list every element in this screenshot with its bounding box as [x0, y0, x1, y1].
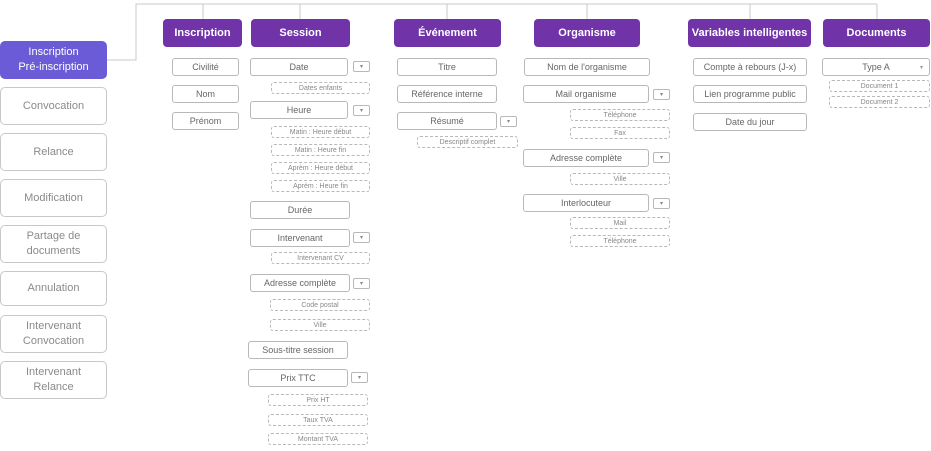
field-interlocuteur[interactable]: Interlocuteur — [523, 194, 649, 212]
expand-toggle-heure[interactable]: ▾ — [353, 105, 370, 116]
expand-toggle-resume[interactable]: ▾ — [500, 116, 517, 127]
sub-aprem-debut[interactable]: Aprèm : Heure début — [271, 162, 370, 174]
field-lien-programme-public[interactable]: Lien programme public — [693, 85, 807, 103]
field-reference-interne[interactable]: Référence interne — [397, 85, 497, 103]
sub-document-2[interactable]: Document 2 — [829, 96, 930, 108]
menu-item-label: Intervenant Relance — [25, 366, 82, 393]
sub-code-postal[interactable]: Code postal — [270, 299, 370, 311]
sub-prix-ht[interactable]: Prix HT — [268, 394, 368, 406]
sub-dates-enfants[interactable]: Dates enfants — [271, 82, 370, 94]
field-adresse-organisme[interactable]: Adresse complète — [523, 149, 649, 167]
menu-item-relance[interactable]: Relance — [0, 133, 107, 171]
field-date[interactable]: Date — [250, 58, 348, 76]
sub-taux-tva[interactable]: Taux TVA — [268, 414, 368, 426]
field-adresse-complete[interactable]: Adresse complète — [250, 274, 350, 292]
menu-item-inscription[interactable]: Inscription Pré-inscription — [0, 41, 107, 79]
field-resume[interactable]: Résumé — [397, 112, 497, 130]
field-nom[interactable]: Nom — [172, 85, 239, 103]
sub-document-1[interactable]: Document 1 — [829, 80, 930, 92]
field-civilite[interactable]: Civilité — [172, 58, 239, 76]
field-titre[interactable]: Titre — [397, 58, 497, 76]
menu-item-label: Convocation — [22, 99, 85, 112]
type-a-label: Type A — [862, 62, 890, 72]
expand-toggle-adresse-organisme[interactable]: ▾ — [653, 152, 670, 163]
header-session[interactable]: Session — [251, 19, 350, 47]
header-documents[interactable]: Documents — [823, 19, 930, 47]
menu-item-modification[interactable]: Modification — [0, 179, 107, 217]
sub-intervenant-cv[interactable]: Intervenant CV — [271, 252, 370, 264]
field-heure[interactable]: Heure — [250, 101, 348, 119]
expand-toggle-adresse[interactable]: ▾ — [353, 278, 370, 289]
menu-item-intervenant-relance[interactable]: Intervenant Relance — [0, 361, 107, 399]
field-type-a[interactable]: Type A ▾ — [822, 58, 930, 76]
sub-matin-fin[interactable]: Matin : Heure fin — [271, 144, 370, 156]
field-sous-titre-session[interactable]: Sous-titre session — [248, 341, 348, 359]
expand-toggle-date[interactable]: ▾ — [353, 61, 370, 72]
field-prenom[interactable]: Prénom — [172, 112, 239, 130]
menu-item-convocation[interactable]: Convocation — [0, 87, 107, 125]
header-inscription[interactable]: Inscription — [163, 19, 242, 47]
expand-toggle-mail[interactable]: ▾ — [653, 89, 670, 100]
menu-item-label: Intervenant Convocation — [22, 320, 85, 347]
menu-item-partage-documents[interactable]: Partage de documents — [0, 225, 107, 263]
sub-descriptif-complet[interactable]: Descriptif complet — [417, 136, 518, 148]
menu-item-label: Modification — [24, 191, 83, 204]
sub-aprem-fin[interactable]: Aprèm : Heure fin — [271, 180, 370, 192]
sub-ville-organisme[interactable]: Ville — [570, 173, 670, 185]
field-duree[interactable]: Durée — [250, 201, 350, 219]
menu-item-annulation[interactable]: Annulation — [0, 271, 107, 306]
sub-matin-debut[interactable]: Matin : Heure début — [271, 126, 370, 138]
sub-ville[interactable]: Ville — [270, 319, 370, 331]
sub-telephone[interactable]: Téléphone — [570, 109, 670, 121]
chevron-down-icon: ▾ — [919, 64, 923, 71]
menu-item-label: Annulation — [27, 282, 80, 294]
field-prix-ttc[interactable]: Prix TTC — [248, 369, 348, 387]
field-compte-a-rebours[interactable]: Compte à rebours (J-x) — [693, 58, 807, 76]
sub-telephone-interlocuteur[interactable]: Téléphone — [570, 235, 670, 247]
header-evenement[interactable]: Événement — [394, 19, 501, 47]
menu-item-label: Partage de documents — [26, 230, 81, 257]
expand-toggle-prix[interactable]: ▾ — [351, 372, 368, 383]
expand-toggle-interlocuteur[interactable]: ▾ — [653, 198, 670, 209]
sub-mail-interlocuteur[interactable]: Mail — [570, 217, 670, 229]
menu-item-intervenant-convocation[interactable]: Intervenant Convocation — [0, 315, 107, 353]
sub-montant-tva[interactable]: Montant TVA — [268, 433, 368, 445]
header-variables-intelligentes[interactable]: Variables intelligentes — [688, 19, 811, 47]
field-date-du-jour[interactable]: Date du jour — [693, 113, 807, 131]
field-intervenant[interactable]: Intervenant — [250, 229, 350, 247]
expand-toggle-intervenant[interactable]: ▾ — [353, 232, 370, 243]
menu-item-label: Relance — [33, 145, 74, 158]
field-nom-organisme[interactable]: Nom de l'organisme — [524, 58, 650, 76]
sub-fax[interactable]: Fax — [570, 127, 670, 139]
menu-item-label: Inscription Pré-inscription — [18, 46, 89, 73]
header-organisme[interactable]: Organisme — [534, 19, 640, 47]
field-mail-organisme[interactable]: Mail organisme — [523, 85, 649, 103]
